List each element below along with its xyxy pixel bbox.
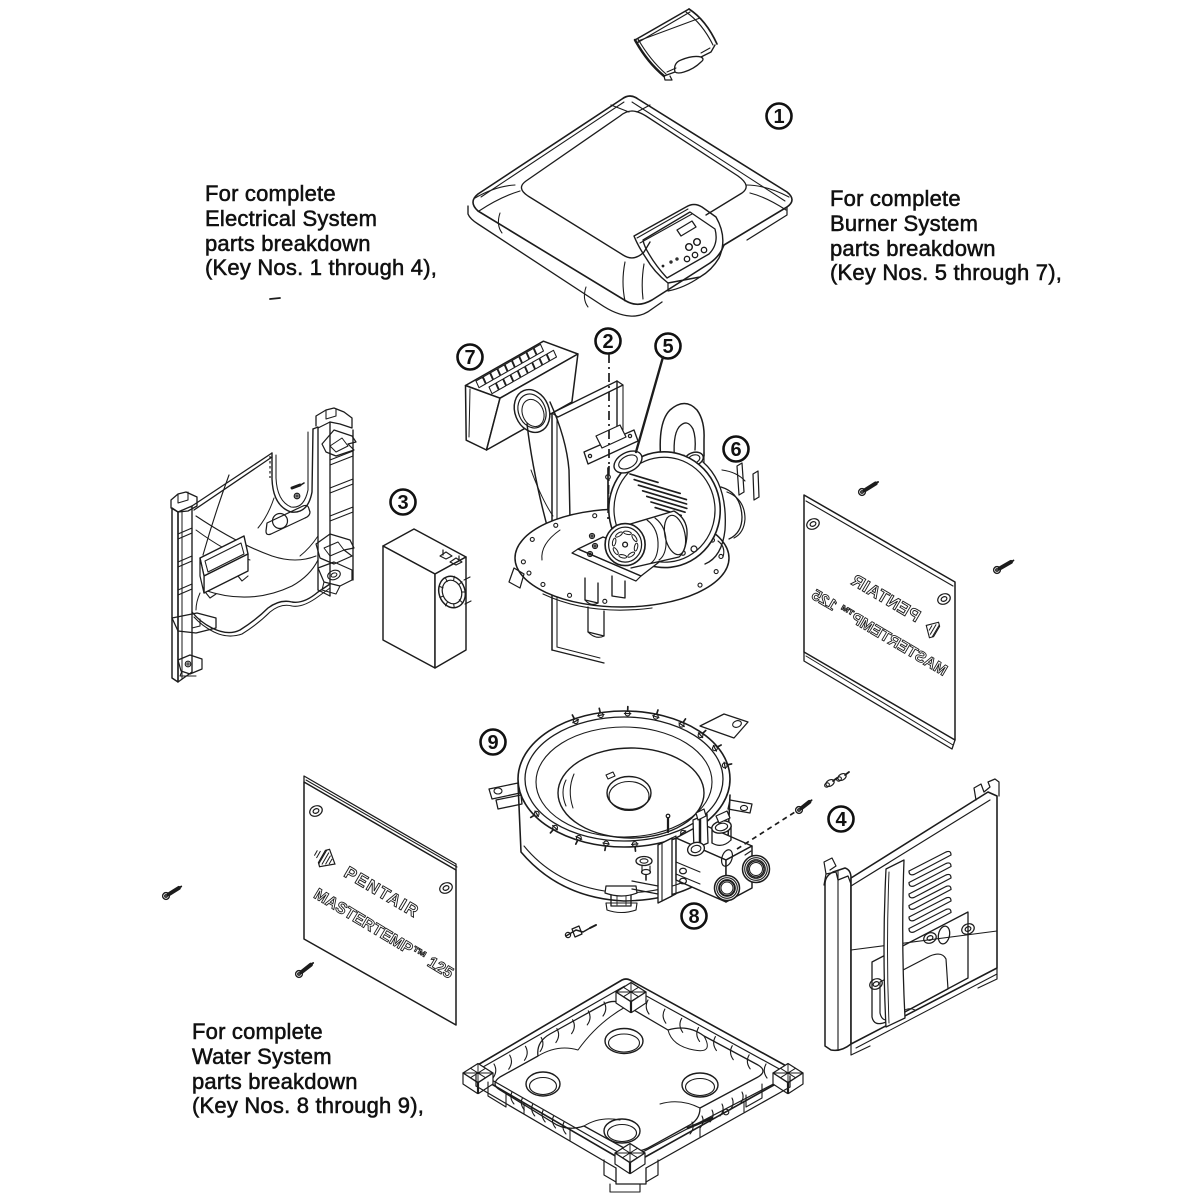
svg-text:4: 4: [835, 809, 847, 831]
svg-text:1: 1: [773, 106, 784, 128]
svg-text:8: 8: [688, 906, 699, 928]
svg-text:3: 3: [397, 492, 408, 514]
svg-text:7: 7: [464, 347, 475, 369]
svg-text:5: 5: [662, 336, 673, 358]
svg-text:6: 6: [730, 439, 741, 461]
svg-text:9: 9: [487, 732, 498, 754]
svg-text:2: 2: [602, 331, 613, 353]
